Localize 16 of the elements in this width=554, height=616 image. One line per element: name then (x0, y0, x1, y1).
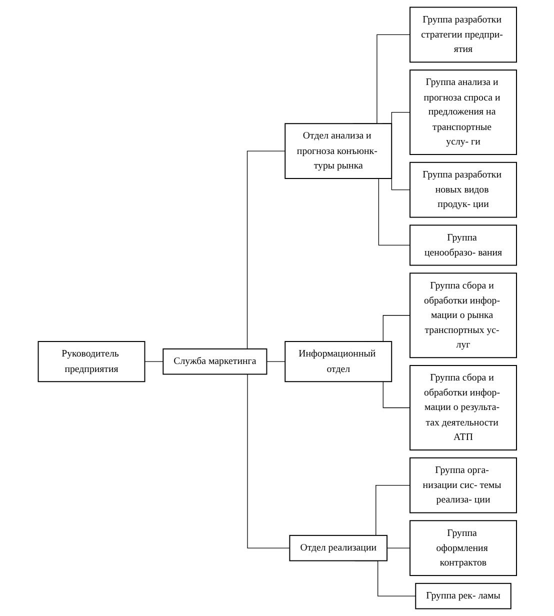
node-box: Группа сбора и обработки инфор- мации о рынка транспортных ус- луг (409, 272, 517, 358)
node-box: Служба маркетинга (162, 348, 267, 375)
node-box: Информационный отдел (284, 341, 392, 382)
node-box: Группа оформления контрактов (409, 520, 517, 576)
node-box: Группа орга- низации сис- темы реализа- ции (409, 457, 517, 514)
node-box: Отдел анализа и прогноза конъюнк- туры рынка (284, 123, 392, 179)
node-box: Руководитель предприятия (37, 341, 145, 382)
node-box: Группа анализа и прогноза спроса и предложения на транспортные услу- ги (409, 70, 517, 155)
connector (266, 361, 286, 362)
node-box: Отдел реализации (288, 534, 388, 562)
connector (144, 361, 164, 362)
node-box: Группа разработки новых видов продук- ции (409, 162, 517, 218)
node-box: Группа рек- ламы (414, 582, 511, 610)
node-box: Группа сбора и обработки инфор- мации о результа- тах деятельности АТП (409, 365, 517, 450)
node-box: Группа разработки стратегии предпри- ятия (409, 6, 517, 63)
node-box: Группа ценообразо- вания (409, 224, 517, 266)
